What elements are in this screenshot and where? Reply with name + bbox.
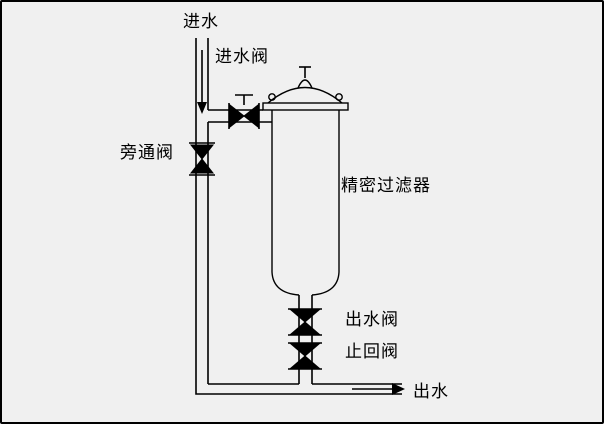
vessel-flange [262,102,349,111]
label-inlet-water: 进水 [183,12,219,31]
vessel-top-fitting [297,79,313,89]
inlet-flow-arrow-icon [197,50,207,114]
check-valve-symbol [288,342,322,370]
label-bypass-valve: 旁通阀 [120,143,174,162]
outlet-flow-arrow-icon [352,383,405,395]
inlet-pipe [195,38,402,395]
flange-bolt-icon [335,93,343,101]
label-outlet-valve: 出水阀 [345,310,399,329]
vessel-dome [267,86,343,104]
label-filter: 精密过滤器 [341,176,431,195]
label-check-valve: 止回阀 [345,342,399,361]
inlet-valve-symbol [228,94,260,129]
outlet-valve-symbol [288,308,322,336]
label-inlet-valve: 进水阀 [215,47,269,66]
label-outlet-water: 出水 [413,382,449,401]
flange-bolt-icon [268,93,276,101]
bypass-valve-symbol [189,142,215,176]
filter-vessel [262,66,349,296]
